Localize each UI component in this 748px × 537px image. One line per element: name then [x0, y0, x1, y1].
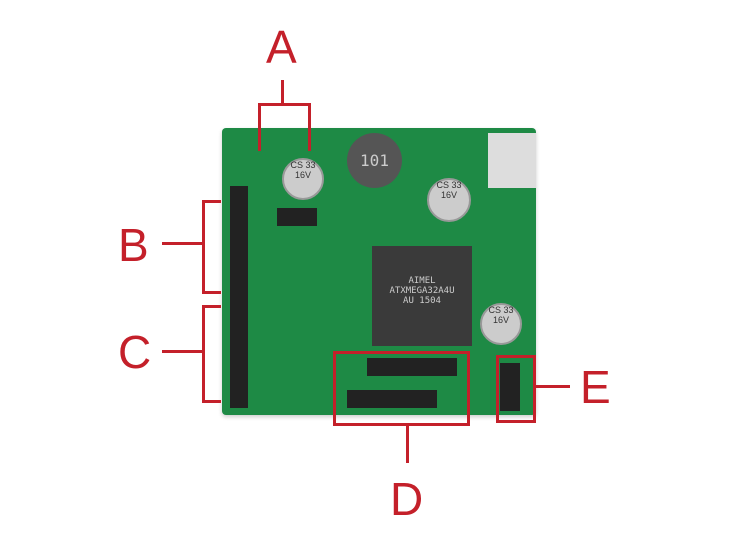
- bracket-b-stem: [162, 242, 202, 245]
- header-d-top: [367, 358, 457, 376]
- bracket-c: [202, 305, 221, 403]
- box-e-stem: [534, 385, 570, 388]
- label-a: A: [266, 21, 297, 73]
- bracket-c-stem: [162, 350, 202, 353]
- bracket-a: [258, 103, 311, 151]
- label-b: B: [118, 219, 149, 271]
- capacitor: CS 33 16V: [427, 178, 471, 222]
- box-d-stem: [406, 423, 409, 463]
- top-header: [277, 208, 317, 226]
- box-d: [333, 351, 470, 426]
- header-e: [500, 363, 520, 411]
- capacitor: CS 33 16V: [282, 158, 324, 200]
- header-d-bottom: [347, 390, 437, 408]
- side-header: [230, 186, 248, 408]
- label-d: D: [390, 473, 424, 525]
- box-e: [496, 355, 536, 423]
- inductor: 101: [347, 133, 402, 188]
- bracket-a-stem: [281, 80, 284, 103]
- label-c: C: [118, 326, 152, 378]
- bracket-b: [202, 200, 221, 294]
- usb-port: [488, 133, 536, 188]
- capacitor: CS 33 16V: [480, 303, 522, 345]
- label-e: E: [580, 361, 611, 413]
